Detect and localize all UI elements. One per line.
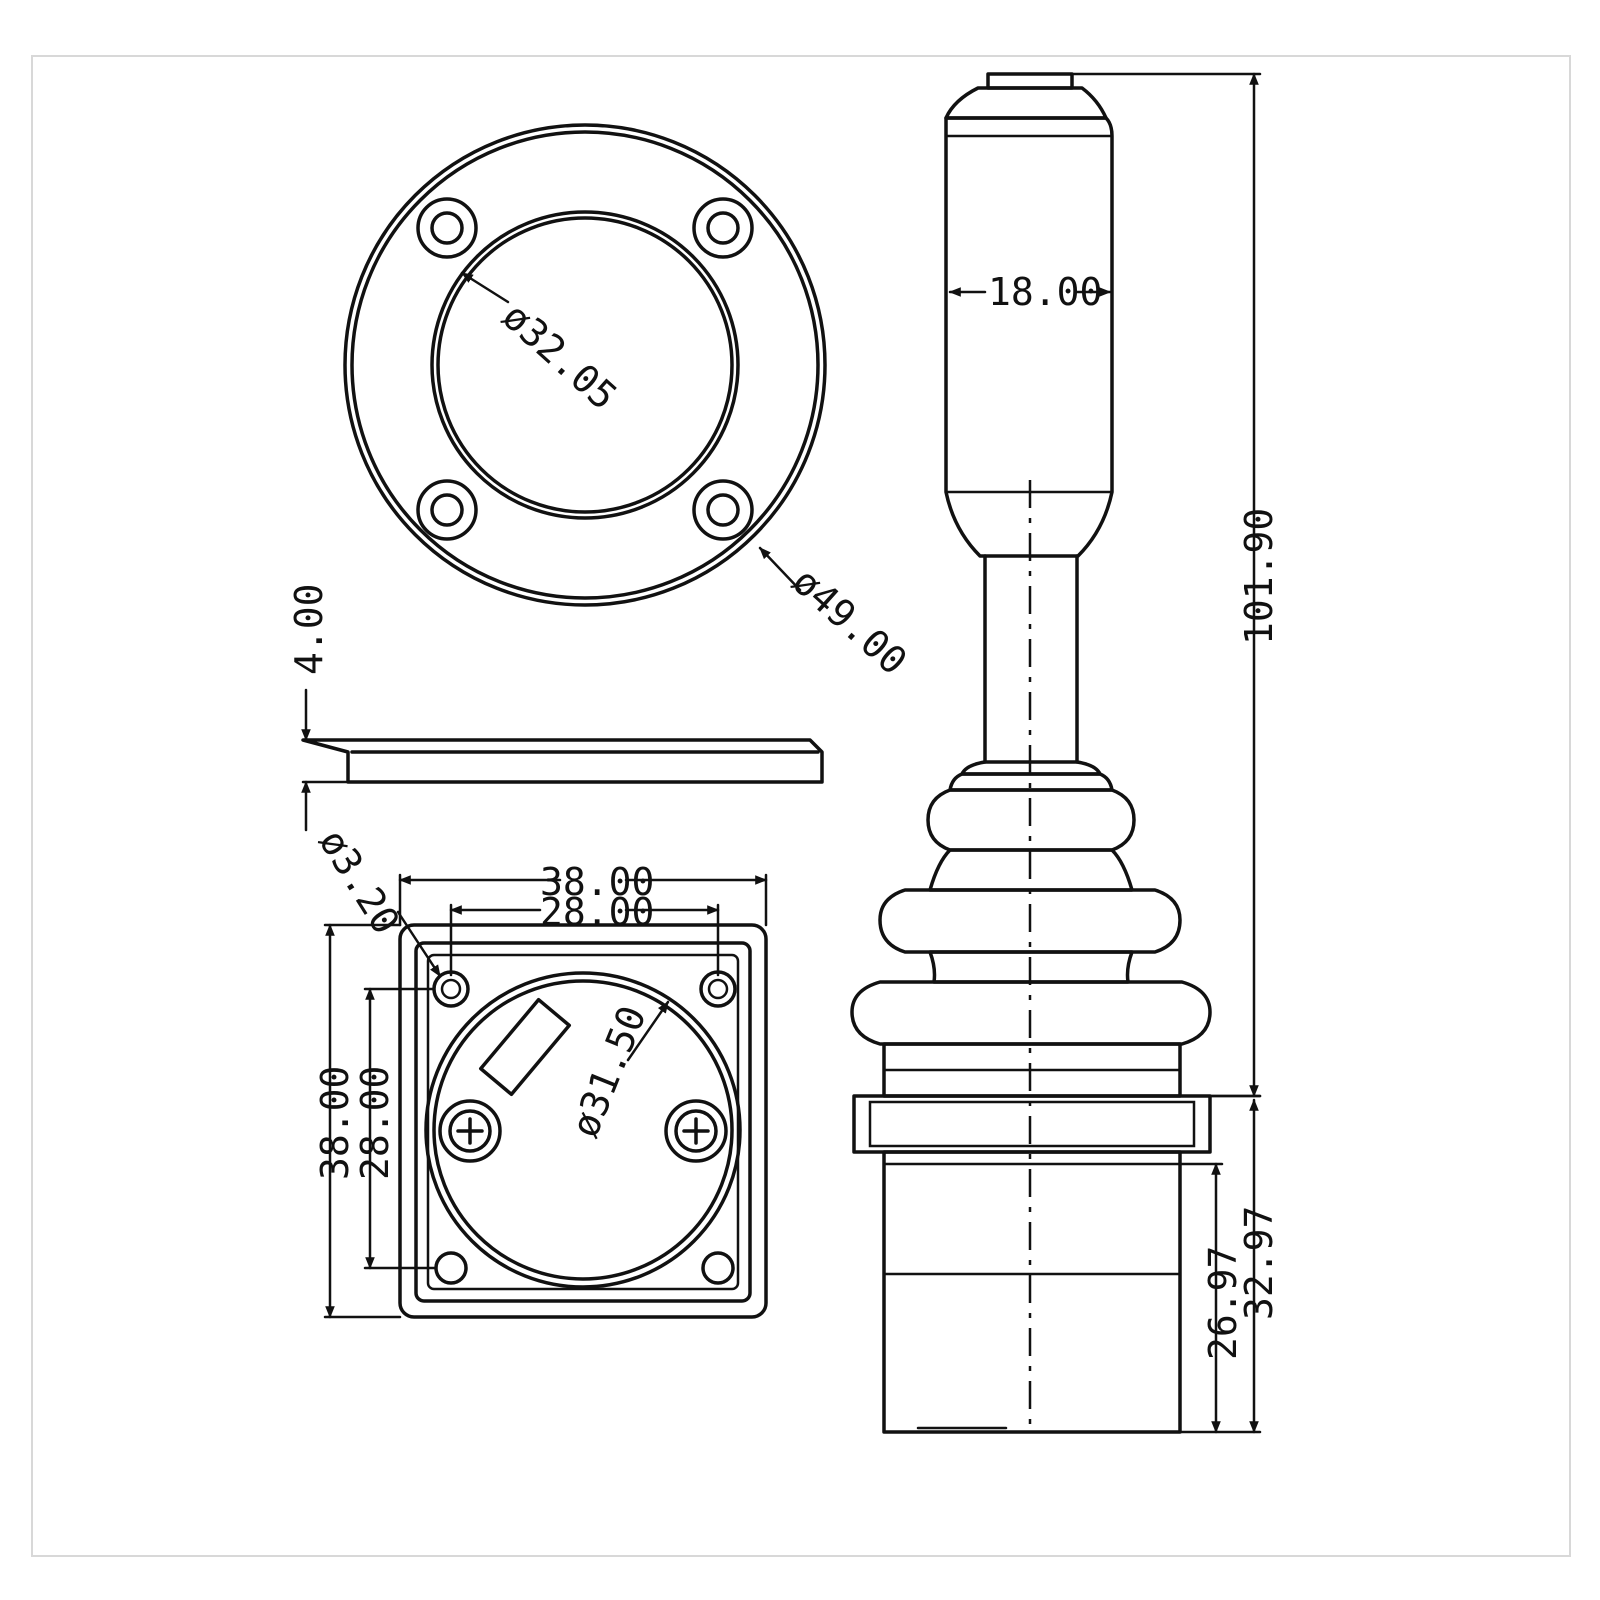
dim-base-height-outer: 32.97 [1237,1206,1281,1320]
top-view-mounting-plate: ø32.05 ø49.00 [343,123,915,684]
body-hole-bottom-left [434,1251,468,1285]
body-hole-bottom-right [701,1251,735,1285]
screw-right [664,1099,728,1163]
dim-plate-inner-dia: ø32.05 [494,294,625,419]
front-view-joystick: 18.00 101.90 32.97 2 [850,72,1281,1434]
mounting-hole-bottom-left [416,479,478,541]
body-hole-top-left [432,970,470,1008]
drawing-frame [31,55,1571,1557]
dim-body-height: 38.00 [313,1066,357,1180]
dim-body-width: 38.00 [540,860,654,904]
dim-hole-dia: ø3.20 [310,821,408,941]
dim-plate-outer-dia: ø49.00 [784,559,915,684]
dim-handle-width: 18.00 [988,270,1102,314]
side-view-plate: 4.00 [287,583,824,832]
mounting-hole-top-right [692,197,754,259]
dim-base-height-inner: 26.97 [1201,1246,1245,1360]
dim-hole-spacing-y: 28.00 [353,1066,397,1180]
dim-hole-spacing-x: 28.00 [540,890,654,934]
mounting-hole-top-left [416,197,478,259]
mounting-hole-bottom-right [692,479,754,541]
dim-total-height: 101.90 [1237,508,1281,645]
dim-plate-thickness: 4.00 [287,583,331,675]
screw-left [438,1099,502,1163]
dim-boot-dia: ø31.50 [563,1000,655,1144]
bottom-view-body: 38.00 28.00 38.00 28.00 ø3.20 ø31.50 [310,821,768,1319]
body-hole-top-right [699,970,737,1008]
connector-slot [479,997,571,1097]
